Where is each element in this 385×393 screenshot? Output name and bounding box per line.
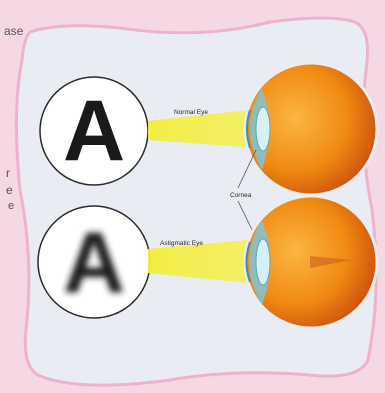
- letter-a-sharp: A: [63, 83, 125, 179]
- label-normal-eye: Normal Eye: [174, 109, 208, 116]
- letter-a-blurred: A: [63, 215, 125, 311]
- eyeball-normal: [245, 63, 377, 195]
- label-astigmatic-eye: Astigmatic Eye: [160, 240, 203, 247]
- label-cornea: Cornea: [230, 192, 252, 199]
